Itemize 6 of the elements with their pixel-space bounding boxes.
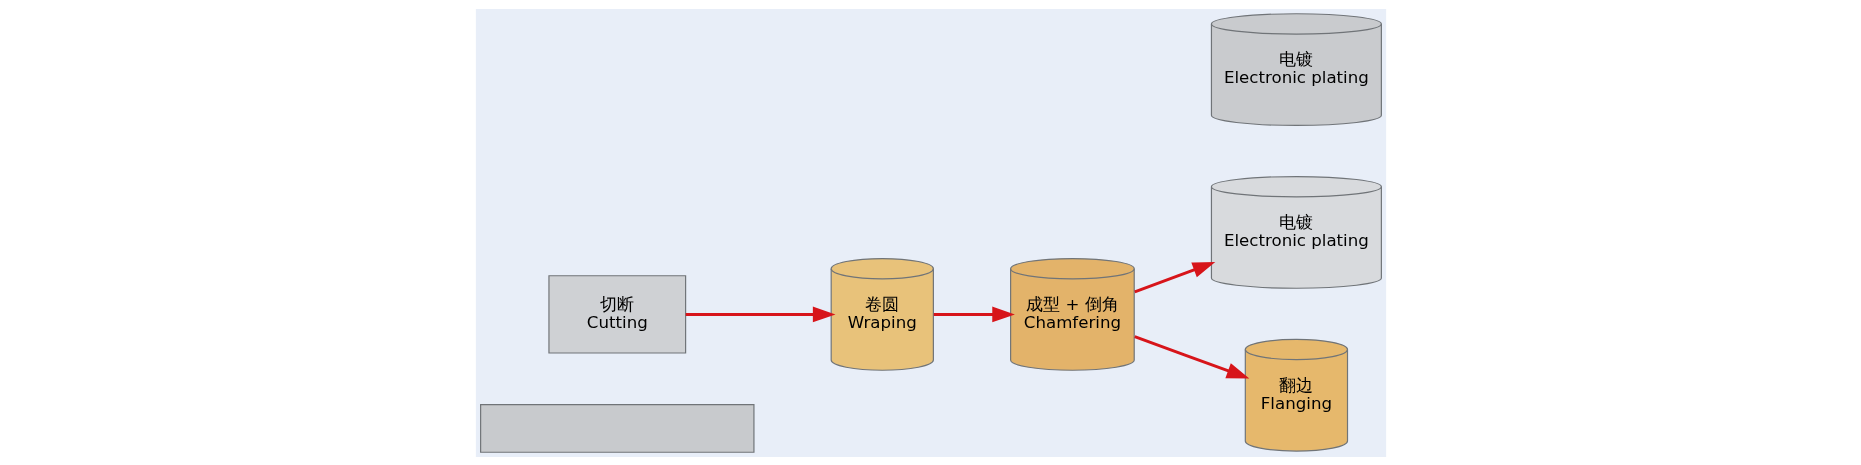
arrow	[933, 306, 1015, 322]
arrow	[1133, 334, 1249, 378]
node-bar	[479, 403, 755, 453]
node-box: 切断 Cutting	[547, 274, 686, 354]
arrow	[685, 306, 835, 322]
arrow	[1133, 261, 1215, 293]
